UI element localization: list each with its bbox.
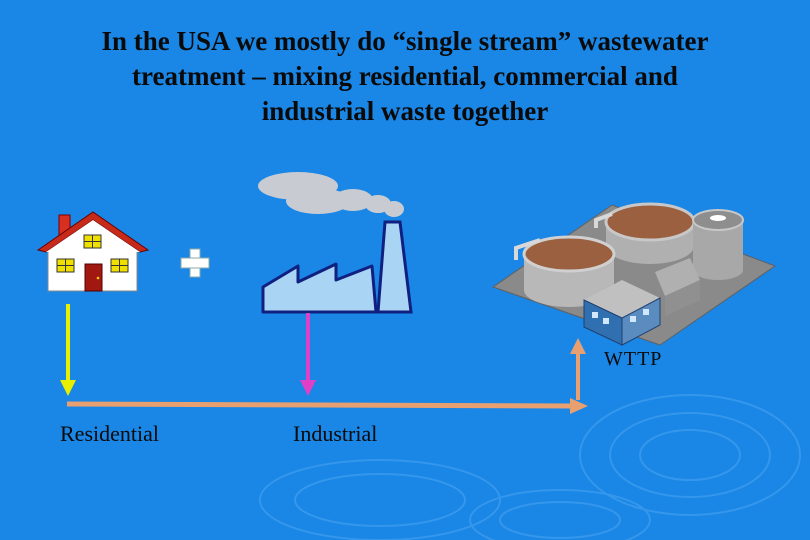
main-sewer-pipe-arrow (67, 398, 588, 414)
industrial-flow-arrow (300, 313, 316, 396)
residential-label: Residential (60, 421, 159, 447)
factory-icon (258, 172, 411, 312)
treatment-plant-icon (493, 204, 775, 345)
plus-icon (181, 249, 209, 277)
residential-flow-arrow (60, 304, 76, 396)
wttp-label: WTTP (604, 348, 662, 371)
industrial-label: Industrial (293, 421, 377, 447)
wttp-inflow-arrow (570, 338, 586, 400)
house-icon (38, 212, 148, 291)
